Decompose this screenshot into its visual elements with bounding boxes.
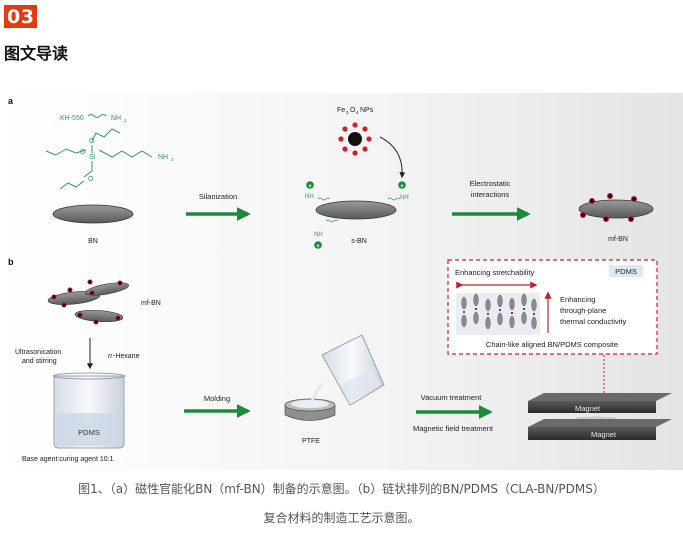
figure-caption-line2: 复合材料的制造工艺示意图。 (263, 511, 420, 525)
magnet-assembly (528, 393, 672, 440)
through-plane-line2: through-plane (560, 306, 606, 315)
molding-label: Molding (204, 394, 230, 403)
hexane-label: -Hexane (113, 353, 140, 360)
s-bn-amine-groups: + + + (306, 181, 406, 250)
kh550-molecule (45, 114, 153, 190)
fe3o4-label-fe: Fe (337, 107, 345, 114)
mf-bn-disc (578, 199, 654, 219)
panel-a-label: a (8, 96, 14, 106)
figure-schematic: a KH-550 NH 2 O Si O O NH 2 BN Silanizat… (0, 93, 683, 470)
ultrasonication-label-line2: and stirring (22, 358, 57, 365)
mf-bn-stack (47, 279, 129, 325)
pdms-box-label: PDMS (615, 267, 637, 276)
pdms-beaker (52, 372, 126, 449)
base-agent-label: Base agent:curing agent 10:1 (22, 456, 114, 463)
pdms-box-bg (609, 265, 643, 277)
nanoparticle-attach-arrow (379, 136, 406, 179)
magnet-bottom-label: Magnet (591, 430, 617, 439)
silanization-label: Silanization (199, 192, 237, 201)
through-plane-line3: thermal conductivity (560, 317, 627, 326)
fe3o4-label-sub3: 3 (346, 110, 349, 115)
s-bn-label: s-BN (351, 238, 367, 245)
s-bn-nh2-left: NH (305, 194, 314, 200)
svg-text:+: + (308, 184, 312, 190)
fe3o4-label-sub4: 4 (356, 110, 359, 115)
oxygen-label-bottom: O (88, 176, 94, 183)
fe3o4-nanoparticle (338, 122, 372, 156)
svg-text:+: + (400, 184, 404, 190)
pdms-beaker-label: PDMS (78, 428, 100, 437)
bn-label: BN (88, 238, 98, 245)
s-bn-nh2-right: NH (400, 195, 409, 201)
pouring-beaker (310, 334, 385, 406)
silicon-label: Si (89, 154, 96, 161)
aligned-bn-chains (456, 293, 540, 335)
fe3o4-label-nps: NPs (360, 107, 374, 114)
section-title: 图文导读 (4, 44, 69, 63)
kh550-nh2-subscript: 2 (124, 118, 127, 123)
s-bn-disc (315, 200, 397, 220)
mf-bn-label: mf-BN (608, 236, 628, 243)
kh550-label: KH-550 (60, 115, 84, 122)
electrostatic-label-line2: interactions (471, 190, 510, 199)
oxygen-label-left: O (80, 149, 86, 156)
section-number-badge: 03 (4, 5, 38, 28)
panel-b-label: b (8, 257, 14, 267)
fe3o4-label-o: O (350, 107, 356, 114)
amine-label: NH (158, 154, 168, 161)
ultrasonication-label-line1: Ultrasonication (15, 349, 61, 356)
magnet-top-label: Magnet (575, 404, 601, 413)
stretchability-label: Enhancing stretchability (455, 268, 534, 277)
mf-bn-nanoparticles (580, 193, 638, 223)
electrostatic-label-line1: Electrostatic (470, 179, 511, 188)
svg-text:+: + (316, 244, 320, 250)
mf-bn-label-b: mf-BN (141, 300, 161, 307)
vacuum-label: Vacuum treatment (421, 393, 483, 402)
figure-caption-line1: 图1、（a）磁性官能化BN（mf-BN）制备的示意图。（b）链状排列的BN/PD… (78, 482, 605, 496)
through-plane-line1: Enhancing (560, 295, 595, 304)
amine-subscript: 2 (171, 157, 174, 162)
ptfe-label: PTFE (302, 438, 320, 445)
oxygen-label-top: O (89, 138, 95, 145)
bn-disc (52, 204, 134, 224)
chain-composite-label: Chain-like aligned BN/PDMS composite (486, 340, 618, 349)
magnetic-label: Magnetic field treatment (413, 424, 494, 433)
s-bn-nh2-bottom: NH (314, 232, 323, 238)
hexane-label-italic: n (108, 353, 112, 360)
ptfe-mold (284, 398, 336, 421)
kh550-nh2-label: NH (111, 115, 121, 122)
